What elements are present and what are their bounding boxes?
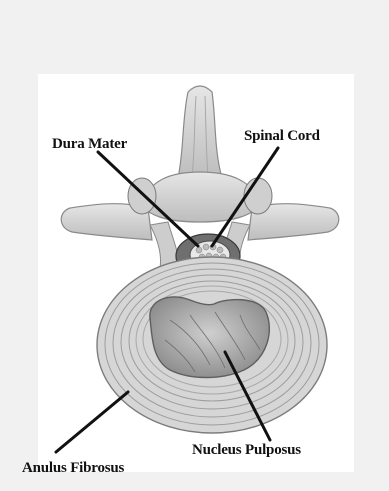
label-nucleus-pulposus: Nucleus Pulposus: [192, 442, 301, 459]
leader-anulus-fibrosus: [56, 392, 128, 452]
label-dura-mater: Dura Mater: [52, 136, 127, 153]
label-anulus-fibrosus: Anulus Fibrosus: [22, 460, 124, 477]
spinous-process: [178, 86, 222, 178]
label-spinal-cord: Spinal Cord: [244, 128, 320, 145]
nucleus-pulposus: [150, 297, 269, 378]
